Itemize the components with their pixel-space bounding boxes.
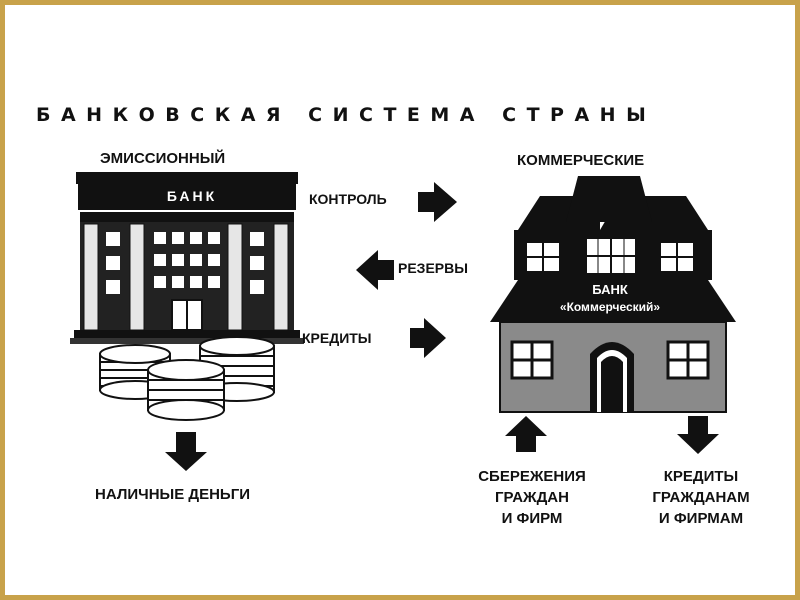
citizen-loans-label: КРЕДИТЫ ГРАЖДАНАМ И ФИРМАМ [626,466,776,529]
arrow-up-savings-icon [505,416,547,452]
emission-bank-sign: БАНК [166,188,218,204]
flow-control-label: КОНТРОЛЬ [309,191,387,207]
commercial-bank-building [490,176,736,413]
arrow-left-reserves-icon [356,250,394,290]
savings-line: И ФИРМ [501,510,563,527]
flow-credits-label: КРЕДИТЫ [302,330,372,346]
diagram-title: БАНКОВСКАЯ СИСТЕМА СТРАНЫ [36,104,657,126]
savings-line: СБЕРЕЖЕНИЯ [478,468,586,485]
flow-reserves-label: РЕЗЕРВЫ [398,260,468,276]
savings-label: СБЕРЕЖЕНИЯ ГРАЖДАН И ФИРМ [452,466,612,529]
emission-bank-building [70,172,304,344]
loans-line: И ФИРМАМ [658,510,744,527]
arrow-down-cash-icon [165,432,207,471]
emission-bank-label: ЭМИССИОННЫЙ [100,150,226,167]
commercial-banks-label: КОММЕРЧЕСКИЕ [517,152,645,169]
savings-line: ГРАЖДАН [495,489,569,506]
loans-line: КРЕДИТЫ [663,468,739,485]
commercial-bank-sign-title: БАНК [592,282,628,297]
arrow-right-credits-icon [410,318,446,358]
commercial-bank-sign-name: «Коммерческий» [559,300,661,314]
arrow-down-loans-icon [677,416,719,454]
loans-line: ГРАЖДАНАМ [652,489,750,506]
arrow-right-control-icon [418,182,457,222]
cash-money-label: НАЛИЧНЫЕ ДЕНЬГИ [95,486,250,503]
coin-stacks-icon [99,336,275,421]
